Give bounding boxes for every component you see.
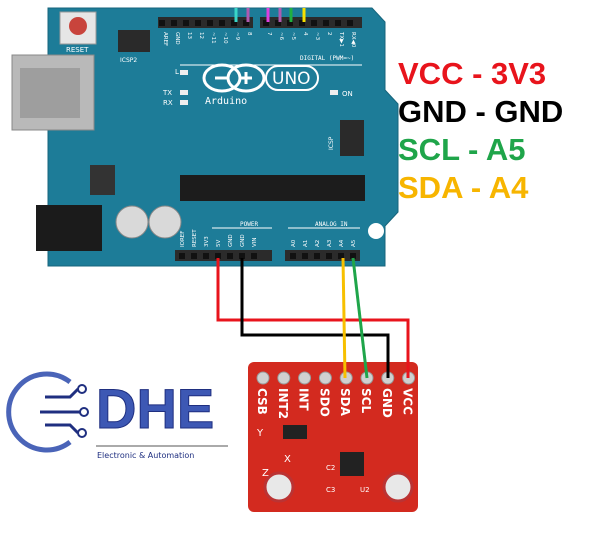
digital-pin-label: ~3 — [314, 32, 320, 41]
digital-pin-label: AREF — [162, 32, 168, 46]
led-label: TX — [162, 89, 172, 97]
analog-header-label: ANALOG IN — [315, 221, 348, 228]
digital-pin-label: 13 — [186, 32, 192, 39]
axis-label-x: X — [284, 454, 291, 465]
icsp2-label: ICSP2 — [120, 57, 137, 64]
digital-pin-label: ~9 — [234, 32, 240, 41]
digital-pin-label: 7 — [266, 32, 272, 36]
power-pin-label: GND — [240, 234, 246, 247]
power-pin-label: GND — [228, 234, 234, 247]
digital-pin-label: 12 — [198, 32, 204, 39]
sensor-pin-label: INT — [297, 388, 311, 412]
icsp-label: ICSP — [328, 136, 335, 150]
power-pin-label: 5V — [216, 240, 222, 247]
dhe-logo: DHE Electronic & Automation — [6, 371, 228, 460]
analog-pin-label: A4 — [339, 239, 345, 247]
analog-pin-label: A2 — [315, 240, 321, 247]
component-label: U2 — [360, 486, 370, 494]
led-label: ON — [342, 90, 353, 98]
model-label: UNO — [272, 69, 311, 89]
legend-scl: SCL - A5 — [398, 132, 526, 167]
power-pin-label: VIN — [252, 238, 258, 248]
power-header — [175, 250, 272, 261]
connection-legend: VCC - 3V3 GND - GND SCL - A5 SDA - A4 — [398, 55, 563, 207]
microcontroller-chip — [180, 175, 365, 201]
power-pin-label: 3V3 — [204, 236, 210, 247]
logo-name: DHE — [96, 377, 214, 440]
legend-sda: SDA - A4 — [398, 170, 529, 205]
legend-vcc: VCC - 3V3 — [398, 56, 547, 91]
sensor-pin-pad — [318, 371, 332, 385]
led-label: RX — [163, 99, 173, 107]
sensor-pin-pad — [298, 371, 312, 385]
sensor-pin-pad — [277, 371, 291, 385]
sensor-pin-label: VCC — [401, 388, 415, 415]
component-label: C2 — [326, 464, 335, 472]
icsp2-header — [118, 30, 150, 52]
digital-pin-label: 2 — [326, 32, 332, 36]
wire-vcc — [216, 258, 410, 378]
logo-tagline: Electronic & Automation — [97, 451, 194, 460]
digital-pin-label: ~5 — [290, 32, 296, 41]
arduino-board: RESET ICSP2 ICSP UNO Arduino L TX RX ON … — [11, 7, 399, 267]
power-pin-label: IOREF — [180, 231, 186, 247]
digital-pin-label: ~11 — [210, 32, 216, 44]
accelerometer-breakout: CSB INT2 INT SDO SDA SCL GND VCC Y X Z C2 C3 U2 — [248, 362, 418, 512]
led-label: L — [175, 68, 179, 76]
capacitor — [115, 205, 149, 239]
digital-header-label: DIGITAL (PWM=~) — [300, 55, 354, 62]
digital-pin-label: 4 — [302, 32, 308, 36]
analog-pin-label: A5 — [351, 239, 357, 247]
digital-header-left — [158, 17, 253, 28]
wire-gnd — [240, 258, 390, 378]
mounting-hole — [263, 471, 295, 503]
mounting-hole — [382, 471, 414, 503]
wire-scl — [351, 257, 369, 379]
legend-gnd: GND - GND — [398, 94, 564, 129]
component-label: C3 — [326, 486, 335, 494]
wire-sda — [341, 257, 347, 379]
power-jack — [36, 205, 102, 251]
analog-pin-label: A1 — [303, 240, 309, 247]
power-header-label: POWER — [240, 221, 258, 228]
sensor-pin-label: GND — [380, 388, 394, 418]
reset-label: RESET — [66, 46, 89, 54]
capacitor — [148, 205, 182, 239]
sensor-pin-pad — [256, 371, 270, 385]
sensor-pin-label: SDA — [338, 388, 352, 417]
sensor-pin-label: SCL — [359, 388, 373, 413]
digital-pin-label: 8 — [246, 32, 252, 36]
sensor-pin-label: INT2 — [276, 388, 290, 419]
analog-header — [285, 250, 360, 261]
sensor-pin-label: CSB — [255, 388, 269, 415]
digital-pin-label: RX◀0 — [350, 32, 356, 48]
sensor-pin-label: SDO — [317, 388, 331, 417]
digital-pin-label: ~10 — [222, 32, 228, 44]
power-pin-label: RESET — [192, 229, 198, 247]
icsp-header — [340, 120, 364, 156]
sensor-chip — [340, 452, 364, 476]
digital-pin-label: TX▶1 — [338, 31, 344, 47]
axis-label-z: Z — [262, 468, 269, 479]
brand-label: Arduino — [205, 96, 247, 107]
axis-label-y: Y — [256, 428, 264, 439]
reset-button[interactable] — [69, 17, 87, 35]
digital-pin-label: GND — [174, 32, 180, 45]
digital-pin-label: ~6 — [278, 32, 284, 41]
analog-pin-label: A3 — [327, 239, 333, 247]
analog-pin-label: A0 — [291, 239, 297, 247]
